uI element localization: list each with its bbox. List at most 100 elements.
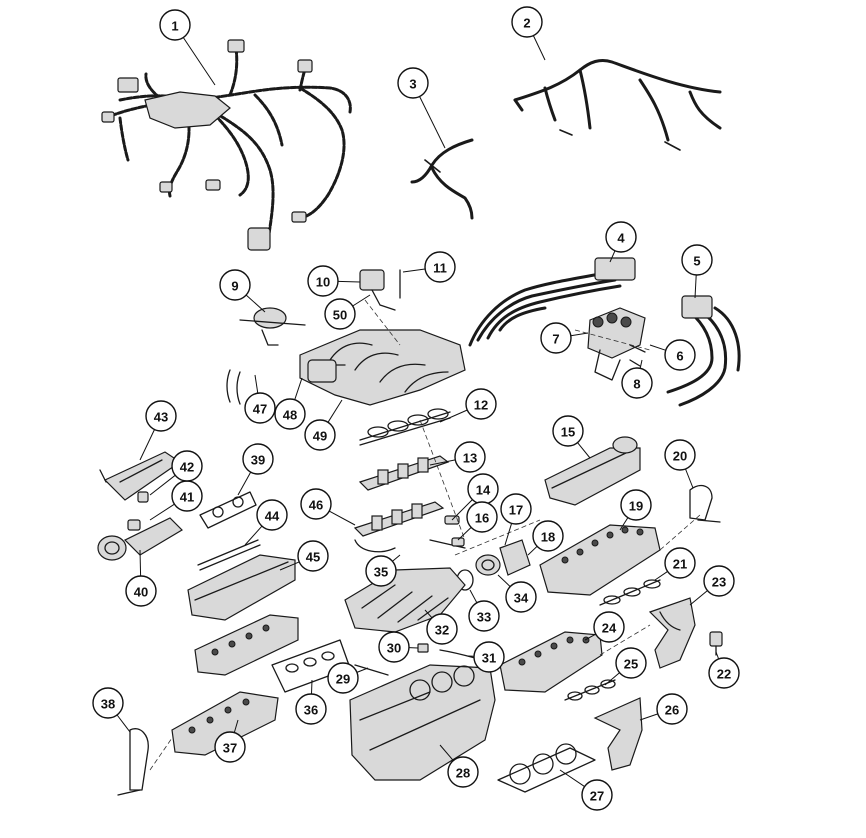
callout-circle [214, 731, 246, 763]
callout-7: 7 [540, 322, 589, 354]
callout-leader [139, 549, 142, 577]
callout-number: 35 [374, 565, 388, 580]
callout-circle [552, 415, 584, 447]
callout-25: 25 [604, 647, 647, 686]
callout-number: 41 [180, 490, 194, 505]
callout-leader [419, 96, 446, 149]
callout-leader [149, 474, 176, 496]
callout-circle [500, 493, 532, 525]
callout-leader [327, 399, 343, 423]
callout-5: 5 [681, 244, 713, 299]
callout-number: 10 [316, 275, 330, 290]
callout-leader [451, 499, 473, 521]
callout-9: 9 [219, 269, 266, 313]
lifting-eye-lh [117, 728, 149, 796]
callout-number: 44 [265, 509, 280, 524]
callout-number: 16 [475, 511, 489, 526]
ignition-coil-pack [587, 307, 646, 381]
oxygen-sensor [709, 631, 723, 656]
callout-circle [295, 693, 327, 725]
callout-circle [466, 501, 498, 533]
callout-leader [559, 769, 585, 788]
callout-leader [609, 250, 616, 263]
callout-46: 46 [300, 488, 356, 526]
callout-49: 49 [304, 399, 343, 451]
callout-19: 19 [619, 489, 652, 531]
callout-number: 31 [482, 651, 496, 666]
vacuum-tube [410, 138, 474, 220]
callout-number: 33 [477, 610, 491, 625]
callout-circle [664, 547, 696, 579]
ignition-wires [468, 257, 741, 407]
callout-circle [454, 441, 486, 473]
callout-number: 14 [476, 483, 491, 498]
callout-number: 27 [590, 789, 604, 804]
callout-31: 31 [467, 641, 505, 673]
callout-circle [473, 641, 505, 673]
callout-circle [468, 600, 500, 632]
callout-number: 36 [304, 703, 318, 718]
callout-circle [274, 398, 306, 430]
callout-21: 21 [654, 547, 696, 581]
callout-leader [392, 554, 401, 562]
callout-leader [532, 35, 546, 61]
callout-number: 7 [552, 332, 559, 347]
callout-number: 30 [387, 641, 401, 656]
callout-circle [605, 221, 637, 253]
valve-cover-lh [187, 554, 296, 621]
callout-number: 26 [665, 703, 679, 718]
throttle-body [97, 517, 183, 561]
callout-number: 1 [171, 19, 178, 34]
callout-circle [327, 662, 359, 694]
callout-15: 15 [552, 415, 591, 459]
callout-leader [715, 651, 720, 660]
callout-circle [244, 392, 276, 424]
callout-circle [664, 339, 696, 371]
cylinder-head-lh-upper [194, 614, 299, 676]
callout-33: 33 [468, 589, 500, 632]
throttle-body-gasket [199, 491, 257, 529]
callout-number: 40 [134, 585, 148, 600]
egr-valve [239, 307, 306, 346]
callout-number: 21 [673, 557, 687, 572]
callout-circle [505, 581, 537, 613]
callout-leader [139, 429, 155, 461]
throttle-position-sensor [137, 491, 149, 503]
callout-leader [429, 459, 456, 466]
callout-36: 36 [295, 679, 327, 725]
callout-circle [621, 367, 653, 399]
callout-leader [577, 442, 591, 459]
callout-leader [352, 294, 371, 307]
callout-22: 22 [708, 651, 740, 689]
callout-leader [604, 672, 620, 686]
callout-leader [504, 523, 513, 546]
callout-number: 46 [309, 498, 323, 513]
callout-30: 30 [378, 631, 419, 663]
callout-3: 3 [397, 67, 446, 149]
callout-circle [171, 450, 203, 482]
callout-circle [125, 575, 157, 607]
callout-41: 41 [149, 480, 203, 521]
callout-29: 29 [327, 662, 369, 694]
callout-8: 8 [621, 359, 653, 399]
vacuum-tube-assembly [513, 58, 722, 151]
callout-26: 26 [639, 693, 688, 725]
head-gasket [497, 743, 596, 793]
callout-number: 2 [523, 16, 530, 31]
callout-6: 6 [649, 339, 696, 371]
callout-48: 48 [274, 377, 306, 430]
callout-number: 50 [333, 308, 347, 323]
callout-leader [237, 471, 252, 496]
callout-leader [149, 503, 175, 521]
callout-11: 11 [402, 251, 456, 283]
callout-16: 16 [457, 501, 498, 541]
wiring-harness [101, 39, 352, 251]
callout-circle [324, 298, 356, 330]
cylinder-head-lh-lower [171, 691, 279, 756]
callout-circle [426, 613, 458, 645]
callout-circle [424, 251, 456, 283]
callout-circle [297, 540, 329, 572]
callout-number: 29 [336, 672, 350, 687]
callout-2: 2 [511, 6, 546, 61]
